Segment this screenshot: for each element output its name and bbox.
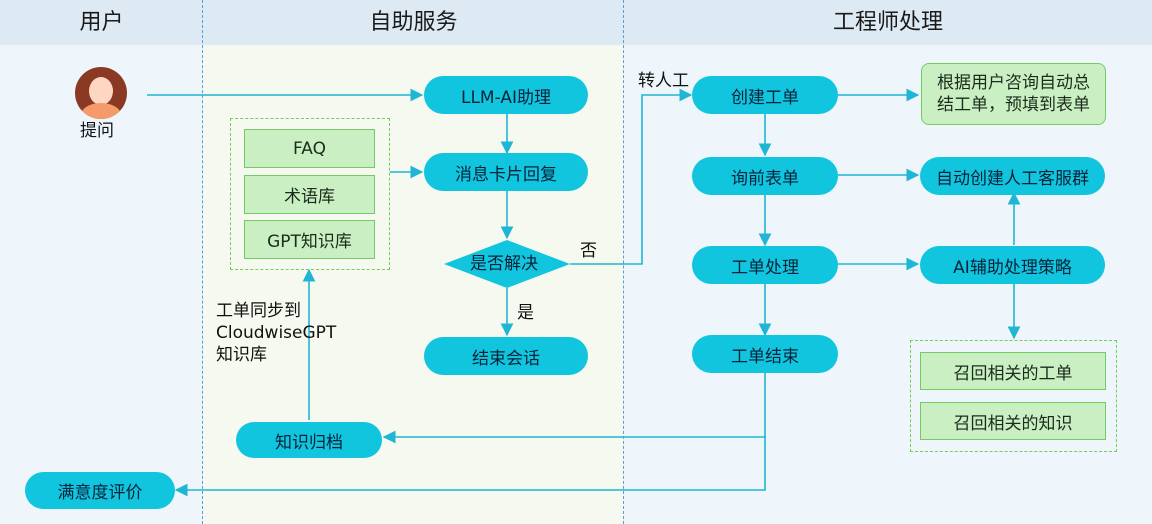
avatar: [75, 67, 127, 119]
edge-label-yes: 是: [517, 303, 534, 323]
node-ai-strategy: AI辅助处理策略: [920, 246, 1105, 284]
node-knowledge-archive: 知识归档: [236, 422, 382, 458]
node-message-card-reply: 消息卡片回复: [424, 153, 588, 191]
edge-label-sync-note: 工单同步到 CloudwiseGPT 知识库: [216, 301, 337, 365]
lane-separator: [202, 0, 203, 524]
knowledge-sources-frame: [230, 118, 390, 270]
node-recall-tickets: 召回相关的工单: [920, 352, 1106, 390]
lane-header-self-service: 自助服务: [203, 0, 624, 45]
lane-header-user: 用户: [0, 0, 203, 45]
lane-separator: [623, 0, 624, 524]
node-satisfaction-rating: 满意度评价: [25, 472, 175, 509]
user-ask-label: 提问: [80, 121, 114, 141]
edge-label-no: 否: [580, 241, 597, 261]
node-resolved-decision: 是否解决: [470, 254, 538, 274]
edge-label-to-human: 转人工: [638, 71, 689, 91]
node-ticket-closed: 工单结束: [692, 335, 838, 373]
node-recall-knowledge: 召回相关的知识: [920, 402, 1106, 440]
node-llm-assistant: LLM-AI助理: [424, 76, 588, 114]
node-pre-inquiry-form: 询前表单: [692, 157, 838, 195]
knowledge-source-glossary: 术语库: [244, 175, 375, 214]
node-end-session: 结束会话: [424, 337, 588, 375]
node-auto-create-group: 自动创建人工客服群: [920, 157, 1105, 195]
node-create-ticket: 创建工单: [692, 76, 838, 114]
knowledge-source-faq: FAQ: [244, 129, 375, 168]
decision-diamond: [444, 240, 570, 288]
lane-header-engineer: 工程师处理: [624, 0, 1152, 45]
node-auto-summary: 根据用户咨询自动总 结工单，预填到表单: [921, 63, 1106, 125]
recall-frame: [910, 340, 1117, 452]
node-ticket-processing: 工单处理: [692, 246, 838, 284]
knowledge-source-gpt-kb: GPT知识库: [244, 220, 375, 259]
